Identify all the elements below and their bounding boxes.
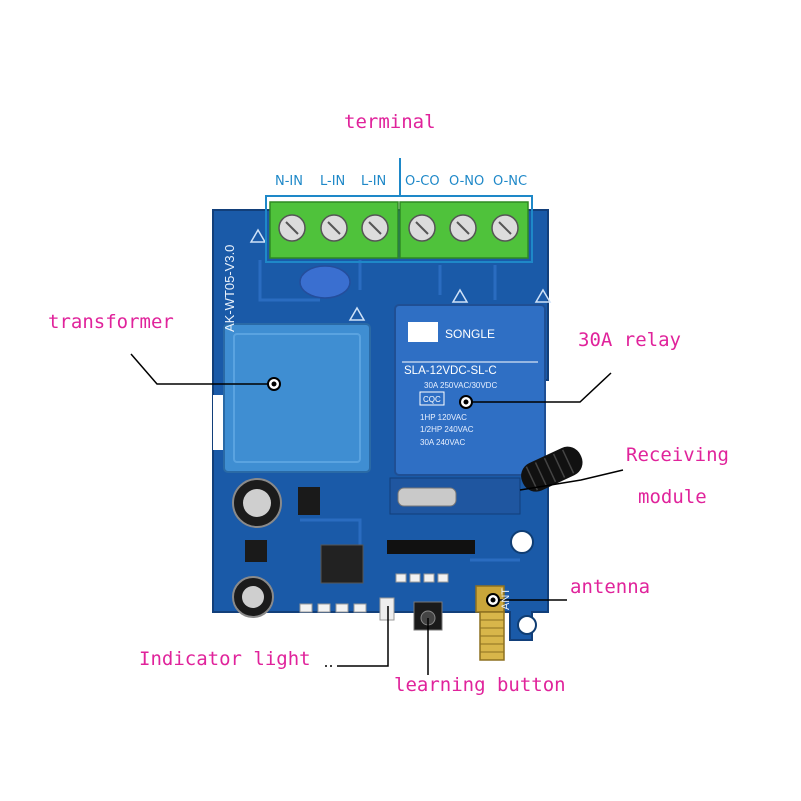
board-notch [213,395,225,450]
relay-cqc: CQC [423,395,441,404]
terminal-label: O-NO [449,174,485,189]
transistor [245,540,267,562]
terminal-label: O-CO [405,174,440,189]
varistor [299,265,351,299]
mounting-hole [517,615,537,635]
callout-terminal: terminal [344,111,436,133]
board-ant-text: ANT [500,588,512,610]
terminal-outline [265,195,533,263]
board-model-text: AK-WT05-V3.0 [222,245,237,332]
warning-marks [249,228,552,321]
terminal-label: N-IN [275,174,303,189]
terminal-label: L-IN [320,174,346,189]
electrolytic-capacitors [232,478,282,618]
callout-dots [267,377,500,607]
regulator-chip [298,487,320,515]
crystal [397,487,457,507]
transformer [223,323,371,473]
terminal-label: L-IN [361,174,387,189]
pin-header [387,540,475,554]
callout-relay: 30A relay [578,329,681,351]
relay-model: SLA-12VDC-SL-C [404,365,497,377]
callout-indicator-light: Indicator light [139,648,311,670]
leader-lines [130,353,624,675]
microcontroller [320,544,364,584]
relay-brand: SONGLE [445,327,495,341]
callout-receiving: Receiving [626,444,729,466]
relay [394,304,546,476]
relay-rating-3: 1/2HP 240VAC [420,425,474,434]
relay-logo [408,322,438,342]
terminal-label: O-NC [493,174,528,189]
callout-learning-button: learning button [394,674,566,696]
relay-rating-1: 30A 250VAC/30VDC [424,381,497,390]
coil-antenna [521,446,583,492]
relay-rating-2: 1HP 120VAC [420,413,467,422]
callout-module: module [638,486,707,508]
terminal-block [269,201,529,259]
callout-transformer: transformer [48,311,174,333]
mounting-hole [510,530,534,554]
callout-antenna: antenna [570,576,651,598]
indicator-led [379,597,395,621]
relay-rating-4: 30A 240VAC [420,438,465,447]
smd-resistors [299,573,449,613]
leader-dots [325,665,332,667]
